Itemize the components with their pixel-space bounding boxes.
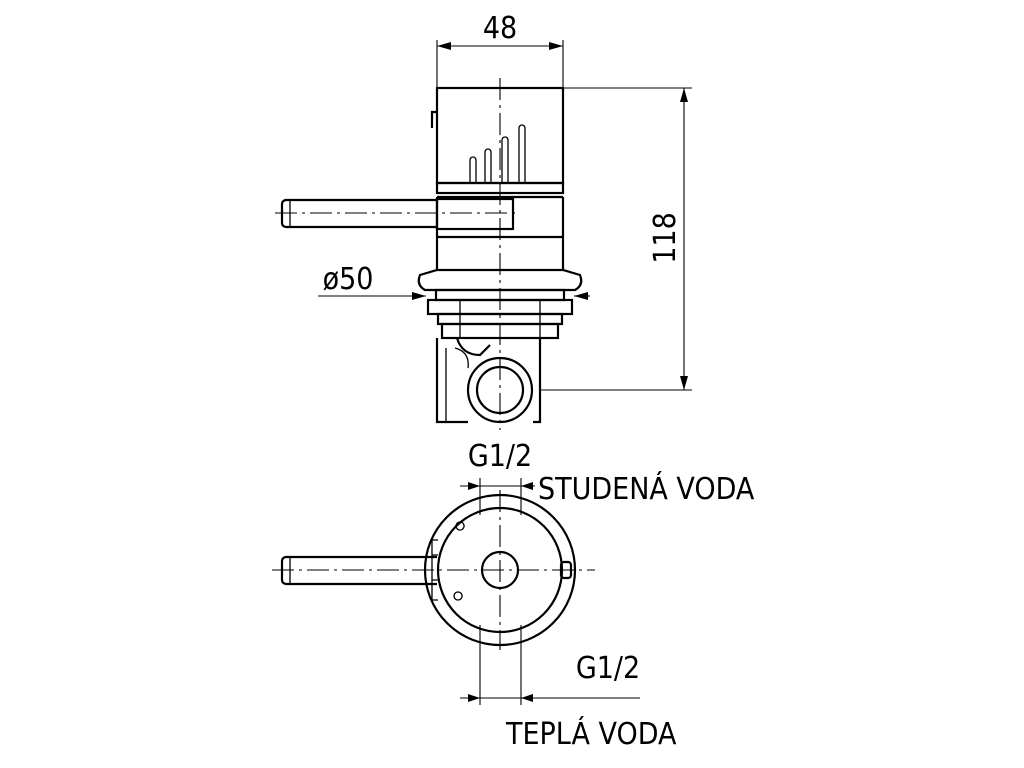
- top-view: [272, 490, 595, 650]
- dimension-width: 48: [436, 11, 564, 88]
- dimension-height: 118: [540, 87, 692, 391]
- cold-dimension: G1/2 STUDENÁ VODA: [460, 439, 755, 515]
- height-label: 118: [648, 212, 683, 264]
- cold-water-label: STUDENÁ VODA: [538, 471, 755, 507]
- temperature-marks: [469, 124, 526, 183]
- lever-handle: [280, 197, 515, 231]
- hot-water-label: TEPLÁ VODA: [505, 716, 677, 752]
- connection-block: [435, 338, 542, 424]
- cold-thread-label: G1/2: [468, 439, 532, 474]
- side-view: [275, 78, 583, 430]
- diameter-label: ø50: [323, 262, 374, 297]
- width-label: 48: [483, 11, 517, 46]
- hot-dimension: G1/2 TEPLÁ VODA: [460, 625, 677, 752]
- dimension-diameter: ø50: [318, 262, 590, 300]
- cap-tab: [430, 110, 437, 128]
- body: [435, 197, 565, 270]
- hot-thread-label: G1/2: [576, 651, 640, 686]
